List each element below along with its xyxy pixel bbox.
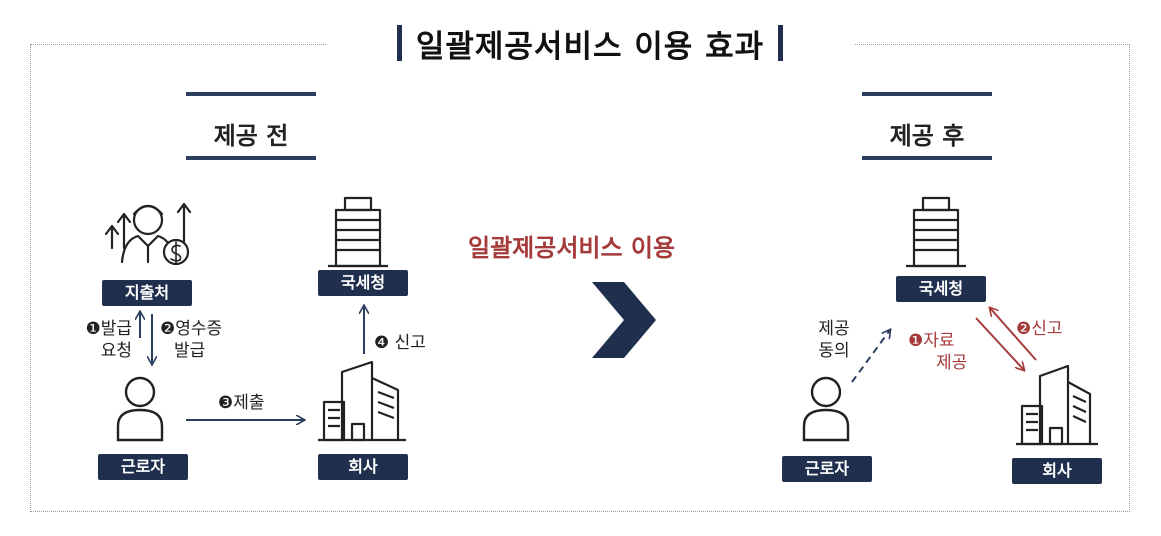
data-provision-line1: ❶자료 (908, 331, 955, 351)
nts-label-before: 국세청 (318, 270, 408, 296)
consent-text: 제공 동의 (812, 318, 856, 362)
data-provision-text: ❶자료 제공 (908, 330, 978, 374)
worker-icon-after (802, 376, 850, 442)
report-text-after: ❷신고 (1016, 319, 1063, 339)
consent-line1: 제공 (818, 319, 850, 339)
businessman-icon (104, 202, 192, 266)
step1-text: ❶발급 요청 (60, 318, 132, 362)
chevron-right-icon (592, 282, 656, 358)
company-building-icon-before (318, 360, 406, 442)
step2-text: ❷영수증 발급 (160, 318, 250, 362)
step1-line2: 요청 (100, 341, 132, 361)
data-provision-line2: 제공 (936, 353, 968, 373)
title-banner: 일괄제공서비스 이용 효과 (326, 14, 854, 72)
after-heading-line-top (862, 92, 992, 96)
arrow-data-provision (975, 317, 1024, 370)
company-building-icon-after (1016, 364, 1098, 446)
consent-line2: 동의 (818, 341, 850, 361)
company-label-before: 회사 (318, 454, 408, 480)
step3-text: ❸제출 (218, 393, 265, 413)
worker-icon-before (116, 376, 164, 442)
nts-building-icon-after (906, 196, 966, 268)
before-heading-line-top (186, 92, 316, 96)
after-heading-line-bottom (862, 156, 992, 160)
step1-line1: ❶발급 (85, 319, 132, 339)
arrow-consent-dashed (851, 330, 890, 383)
after-heading: 제공 후 (889, 122, 965, 150)
step2-line1: ❷영수증 (160, 319, 223, 339)
worker-label-after: 근로자 (782, 456, 872, 482)
before-heading: 제공 전 (213, 122, 289, 150)
page-title: 일괄제공서비스 이용 효과 (415, 28, 765, 65)
title-bar-right (778, 25, 784, 61)
nts-label-after: 국세청 (896, 276, 986, 302)
step2-line2: 발급 (174, 341, 206, 361)
arrow-report-red (990, 308, 1037, 361)
step4-text: ❹ 신고 (374, 333, 426, 353)
worker-label-before: 근로자 (98, 454, 188, 480)
before-heading-line-bottom (186, 156, 316, 160)
title-bar-left (396, 25, 402, 61)
company-label-after: 회사 (1012, 458, 1102, 484)
expenditure-label: 지출처 (102, 280, 192, 306)
service-use-text: 일괄제공서비스 이용 (468, 234, 676, 262)
nts-building-icon-before (328, 196, 388, 268)
